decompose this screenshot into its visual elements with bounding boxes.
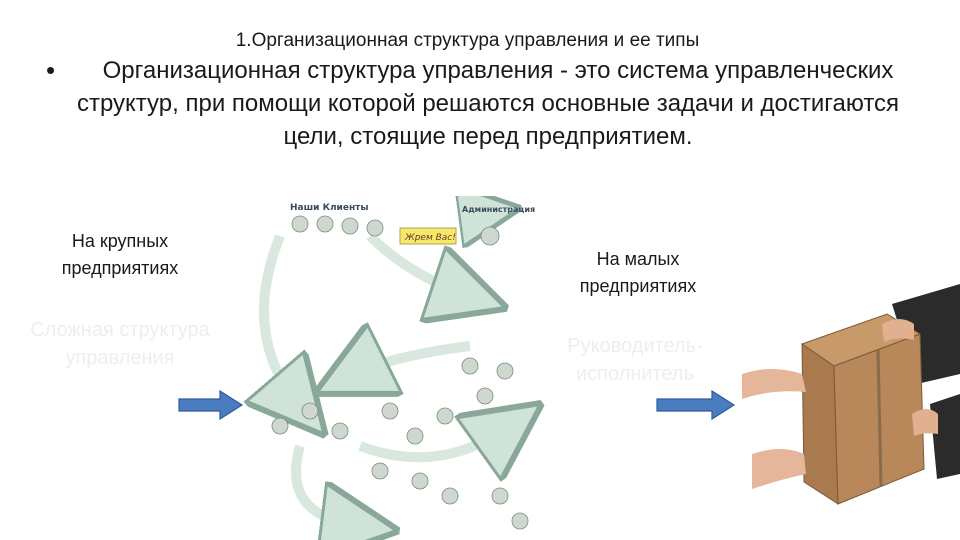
faded-left-line-1: Сложная структура bbox=[30, 319, 210, 341]
large-label-line-1: На крупных bbox=[71, 231, 169, 251]
small-label-line-2: предприятиях bbox=[579, 276, 697, 296]
diagram-admin-label: Администрация bbox=[462, 205, 535, 214]
large-enterprises-label: На крупных предприятиях bbox=[30, 228, 210, 282]
definition-block: • Организационная структура управления -… bbox=[38, 54, 938, 153]
small-enterprises-label: На малых предприятиях bbox=[548, 246, 728, 300]
definition-line-3: цели, стоящие перед предприятием. bbox=[283, 123, 693, 150]
diagram-clients-label: Наши Клиенты bbox=[290, 203, 369, 213]
definition-line-2: структур, при помощи которой решаются ос… bbox=[76, 90, 900, 117]
complex-structure-faded-text: Сложная структура управления bbox=[10, 316, 230, 372]
diagram-sign-label: Жрем Вас! bbox=[404, 233, 456, 243]
faded-left-line-2: управления bbox=[65, 347, 175, 369]
definition-line-1: Организационная структура управления - э… bbox=[102, 57, 894, 84]
right-arrow-icon-2 bbox=[656, 390, 736, 420]
large-label-line-2: предприятиях bbox=[61, 258, 179, 278]
faded-right-line-2: исполнитель bbox=[575, 363, 695, 385]
org-structure-diagram: Наши Клиенты Администрация Жрем Вас! bbox=[240, 196, 550, 540]
manager-executor-faded-text: Руководитель- исполнитель bbox=[540, 332, 730, 388]
small-label-line-1: На малых bbox=[596, 249, 680, 269]
box-handover-photo bbox=[742, 264, 960, 540]
slide-heading: 1.Организационная структура управления и… bbox=[235, 30, 700, 51]
right-arrow-icon bbox=[178, 390, 244, 420]
faded-right-line-1: Руководитель- bbox=[567, 335, 703, 357]
bullet-dot: • bbox=[46, 55, 56, 85]
